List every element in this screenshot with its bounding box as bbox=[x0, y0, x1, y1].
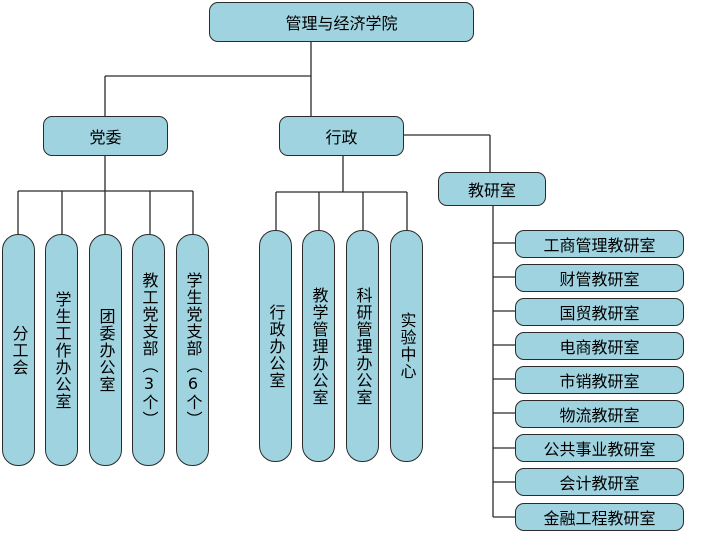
node-fengonghui-label: 分工会 bbox=[9, 324, 29, 376]
node-dianshang-label: 电商教研室 bbox=[559, 338, 640, 357]
node-guomao: 国贸教研室 bbox=[515, 298, 684, 326]
node-keyan-guanli-label: 科研管理办公室 bbox=[353, 286, 373, 406]
node-jiaoxue-guanli: 教学管理办公室 bbox=[302, 230, 335, 462]
root-node: 管理与经济学院 bbox=[209, 2, 474, 42]
node-gongshang-guanli: 工商管理教研室 bbox=[515, 230, 684, 258]
node-caiguan-label: 财管教研室 bbox=[559, 270, 640, 289]
node-xingzheng-label: 行政 bbox=[325, 128, 358, 147]
node-xuesheng-dangzhibu-label: 学生党支部（6个） bbox=[183, 272, 203, 428]
node-xingzheng: 行政 bbox=[279, 116, 404, 156]
root-label: 管理与经济学院 bbox=[285, 14, 398, 33]
node-gonggong-shiye-label: 公共事业教研室 bbox=[543, 440, 656, 459]
node-dianshang: 电商教研室 bbox=[515, 332, 684, 360]
node-fengonghui: 分工会 bbox=[2, 234, 35, 466]
node-jinrong-gongcheng-label: 金融工程教研室 bbox=[543, 509, 656, 528]
node-shixiao-label: 市销教研室 bbox=[559, 372, 640, 391]
node-jiaoxue-guanli-label: 教学管理办公室 bbox=[309, 286, 329, 406]
node-jinrong-gongcheng: 金融工程教研室 bbox=[515, 503, 684, 531]
node-gongshang-guanli-label: 工商管理教研室 bbox=[543, 236, 656, 255]
node-shiyan-zhongxin: 实验中心 bbox=[390, 230, 423, 462]
node-kuaiji: 会计教研室 bbox=[515, 468, 684, 496]
node-xuesheng-gongzuo: 学生工作办公室 bbox=[45, 234, 78, 466]
node-xingzheng-bangongshi: 行政办公室 bbox=[259, 230, 292, 462]
node-jiaogong-dangzhibu: 教工党支部（3个） bbox=[132, 234, 165, 466]
node-keyan-guanli: 科研管理办公室 bbox=[346, 230, 379, 462]
node-caiguan: 财管教研室 bbox=[515, 264, 684, 292]
node-wuliu-label: 物流教研室 bbox=[559, 406, 640, 425]
node-wuliu: 物流教研室 bbox=[515, 400, 684, 428]
node-xuesheng-gongzuo-label: 学生工作办公室 bbox=[52, 290, 72, 410]
node-jiaoyanshi-label: 教研室 bbox=[467, 181, 516, 200]
node-shixiao: 市销教研室 bbox=[515, 366, 684, 394]
node-jiaogong-dangzhibu-label: 教工党支部（3个） bbox=[139, 272, 159, 428]
node-dangwei: 党委 bbox=[43, 116, 168, 156]
node-tuanwei: 团委办公室 bbox=[89, 234, 122, 466]
node-dangwei-label: 党委 bbox=[89, 128, 122, 147]
node-tuanwei-label: 团委办公室 bbox=[96, 307, 116, 393]
node-guomao-label: 国贸教研室 bbox=[559, 304, 640, 323]
node-xingzheng-bangongshi-label: 行政办公室 bbox=[266, 303, 286, 389]
node-gonggong-shiye: 公共事业教研室 bbox=[515, 434, 684, 462]
node-shiyan-zhongxin-label: 实验中心 bbox=[397, 312, 417, 380]
node-kuaiji-label: 会计教研室 bbox=[559, 474, 640, 493]
node-xuesheng-dangzhibu: 学生党支部（6个） bbox=[176, 234, 209, 466]
node-jiaoyanshi: 教研室 bbox=[438, 172, 546, 206]
